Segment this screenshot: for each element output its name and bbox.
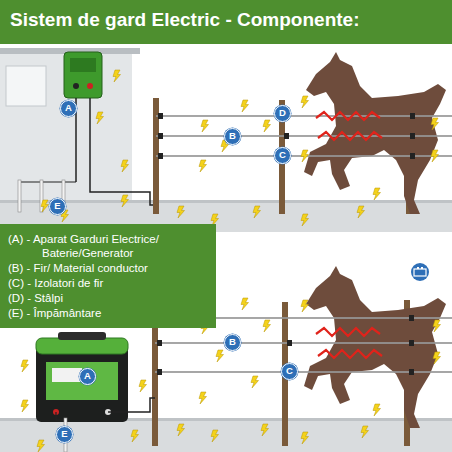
spark-bolt	[361, 426, 369, 438]
spark-bolt	[177, 206, 185, 218]
spark-bolt	[373, 188, 381, 200]
callout-letter: A	[79, 368, 96, 385]
spark-bolt	[431, 150, 439, 162]
spark-bolt	[373, 404, 381, 416]
spark-bolt	[211, 430, 219, 442]
top-scene	[0, 48, 452, 232]
callout-letter: E	[56, 426, 73, 443]
spark-bolt	[216, 350, 224, 362]
callout-letter: C	[274, 147, 291, 164]
spark-bolt	[113, 70, 121, 82]
spark-bolt	[121, 160, 129, 172]
legend-line: (D) - Stâlpi	[8, 291, 210, 305]
callout-letter: B	[224, 128, 241, 145]
spark-bolt	[177, 424, 185, 436]
spark-bolt	[96, 112, 104, 124]
spark-bolt	[301, 300, 309, 312]
spark-bolt	[199, 160, 207, 172]
callout-letter: D	[274, 105, 291, 122]
spark-bolt	[253, 206, 261, 218]
spark-bolt	[263, 320, 271, 332]
title-bar	[0, 0, 452, 44]
spark-bolt	[37, 440, 45, 452]
shock-zigzag	[316, 328, 382, 358]
spark-bolt	[121, 195, 129, 207]
callout-letter: A	[60, 100, 77, 117]
energizer-unit	[64, 52, 102, 98]
spark-bolt	[263, 120, 271, 132]
legend-panel: (A) - Aparat Garduri Electrice/ Baterie/…	[0, 224, 216, 328]
spark-bolt	[131, 430, 139, 442]
spark-bolt	[433, 352, 441, 364]
spark-bolt	[301, 96, 309, 108]
spark-bolt	[21, 360, 29, 372]
legend-line: (C) - Izolatori de fir	[8, 276, 210, 290]
legend-line: (A) - Aparat Garduri Electrice/ Baterie/…	[8, 232, 210, 260]
spark-bolt	[201, 120, 209, 132]
spark-bolt	[21, 400, 29, 412]
spark-bolt	[139, 380, 147, 392]
legend-line: (E) - Împământare	[8, 306, 210, 320]
spark-bolt	[431, 118, 439, 130]
callout-letter: B	[224, 334, 241, 351]
spark-bolt	[241, 298, 249, 310]
spark-bolt	[301, 214, 309, 226]
callout-letter: E	[49, 198, 66, 215]
spark-bolt	[357, 206, 365, 218]
spark-bolt	[251, 376, 259, 388]
spark-bolt	[199, 392, 207, 404]
spark-bolt	[301, 432, 309, 444]
legend-line: (B) - Fir/ Material conductor	[8, 261, 210, 275]
callout-letter: C	[281, 363, 298, 380]
battery-energizer	[36, 332, 128, 422]
spark-bolt	[433, 320, 441, 332]
spark-bolt	[241, 100, 249, 112]
spark-bolt	[41, 200, 49, 212]
spark-bolt	[261, 424, 269, 436]
title-text: Sistem de gard Electric - Componente:	[10, 9, 359, 31]
shock-zigzag	[316, 112, 382, 140]
spark-bolt	[301, 150, 309, 162]
battery-icon	[411, 263, 429, 281]
